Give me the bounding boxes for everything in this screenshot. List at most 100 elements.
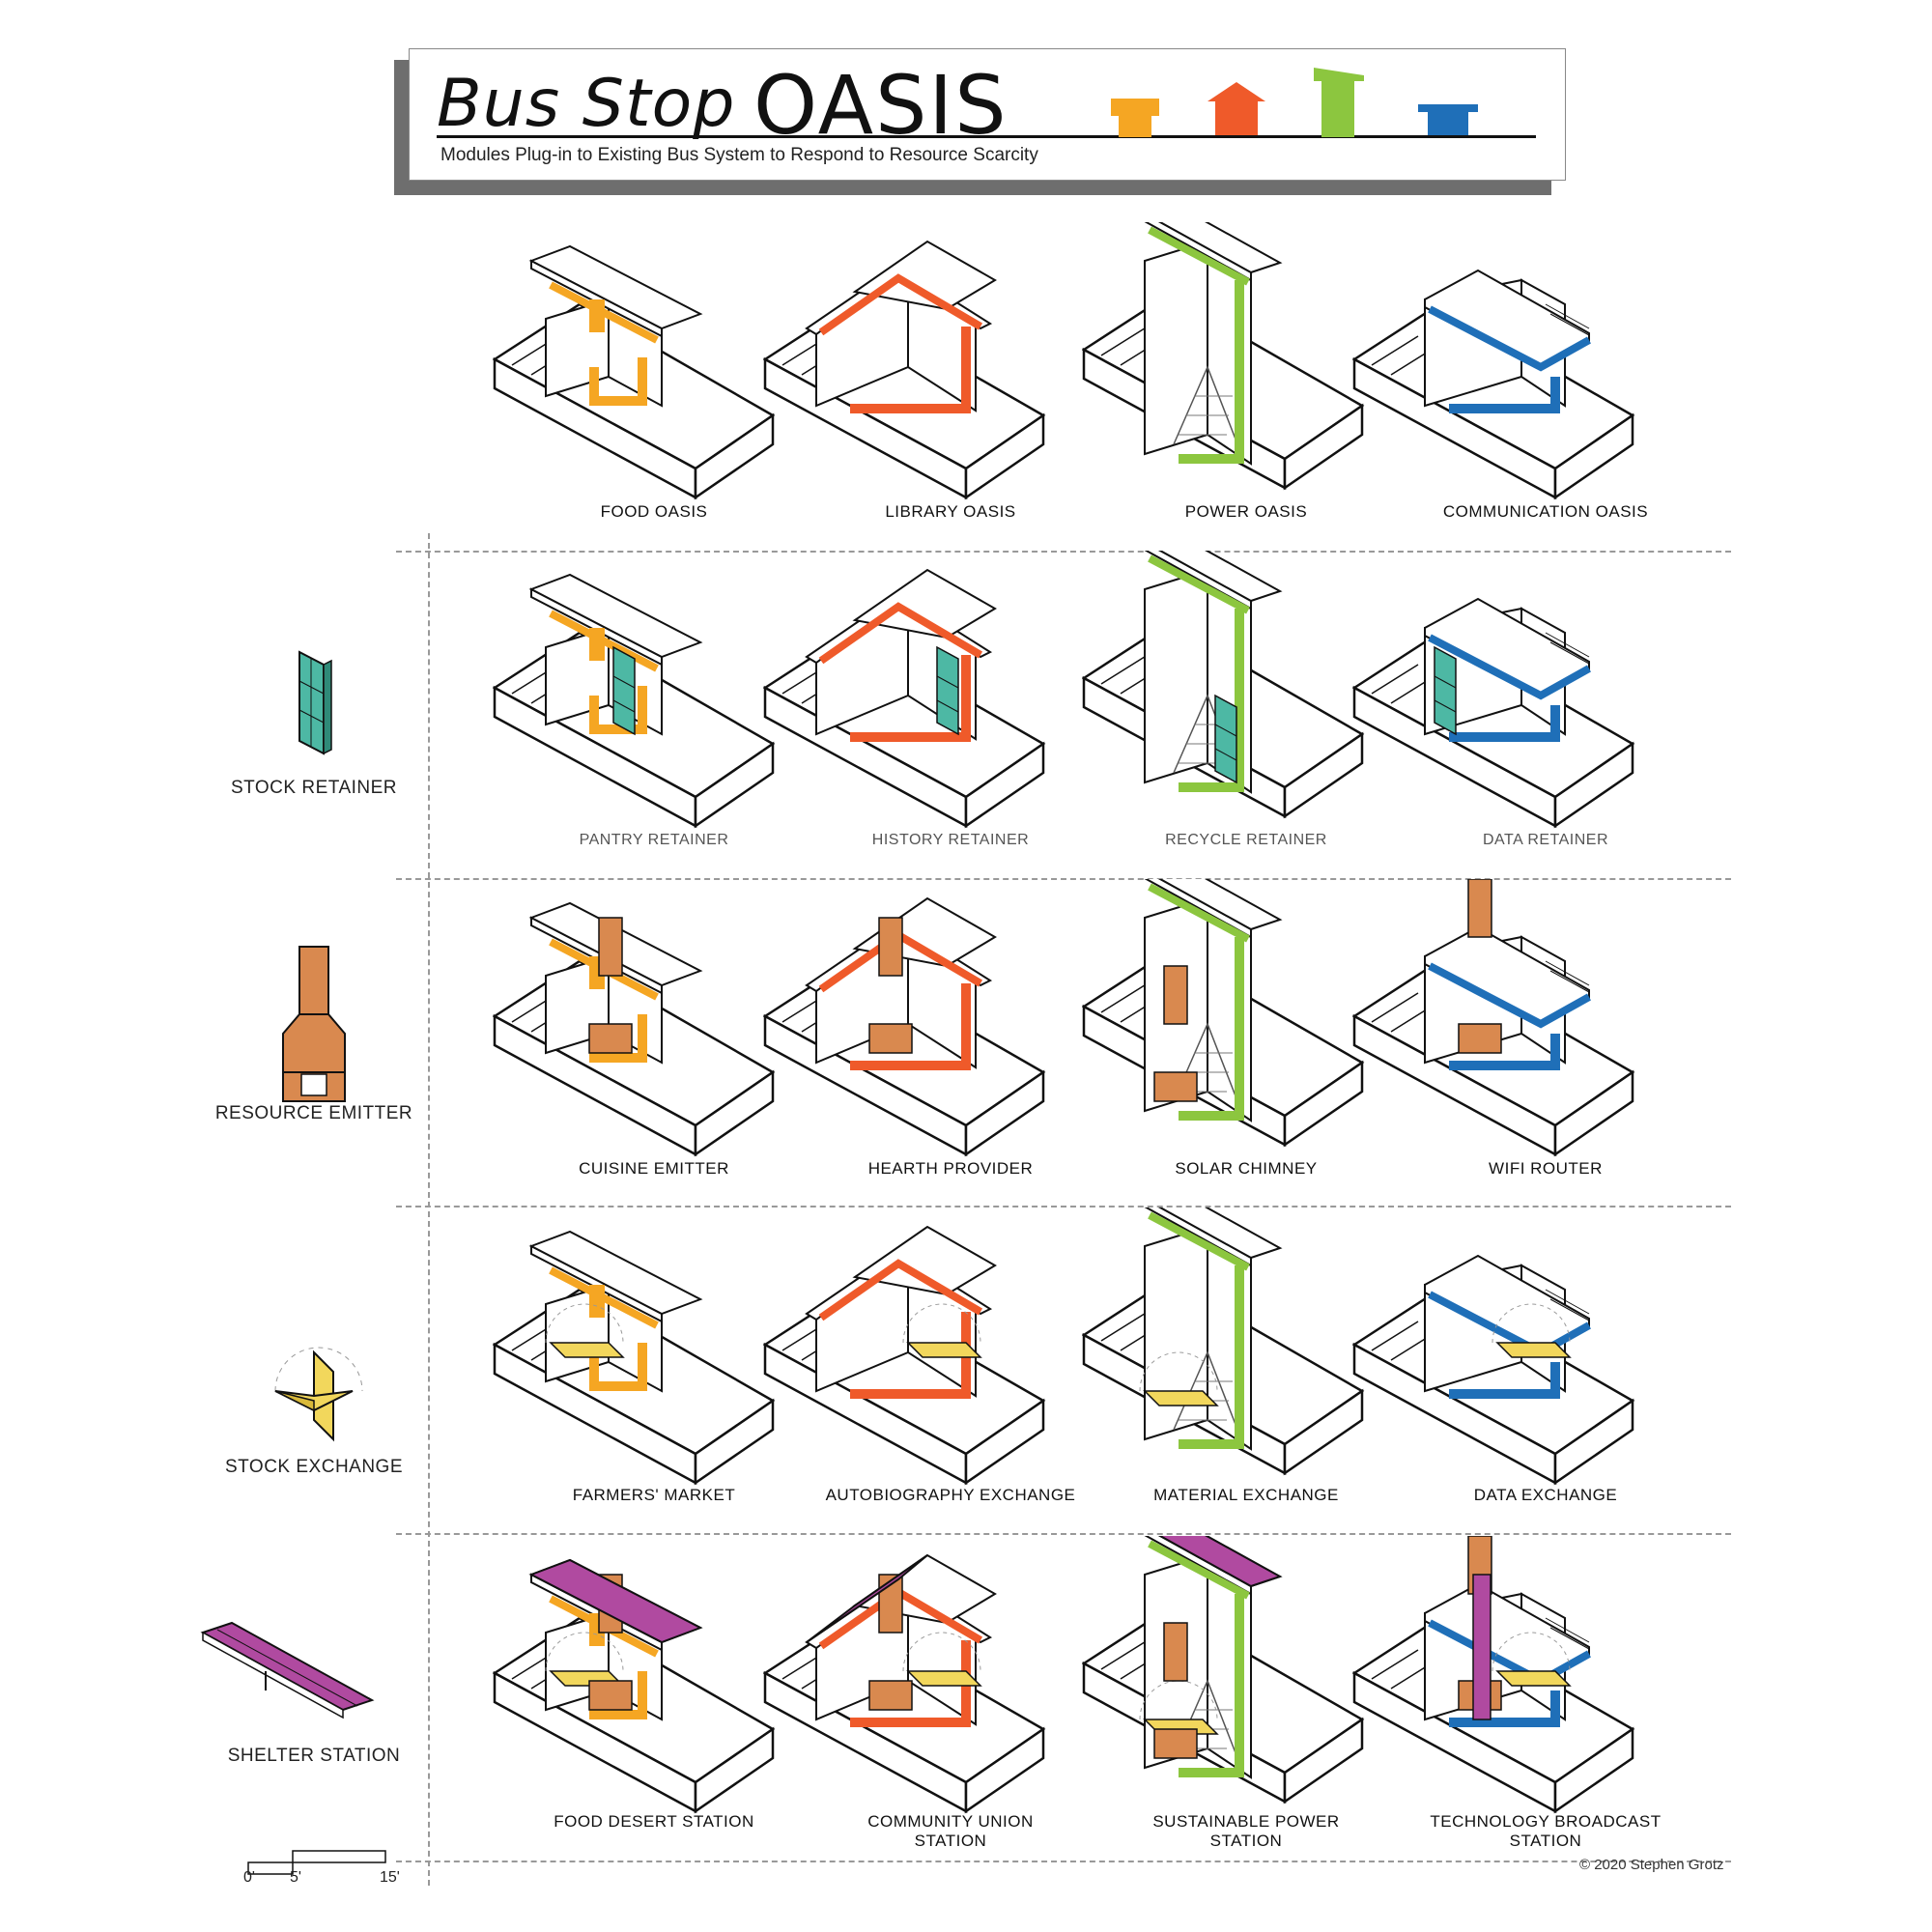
cell-label: HISTORY RETAINER bbox=[871, 832, 1030, 848]
power-building-svg bbox=[1082, 222, 1365, 491]
folding-table-overlay bbox=[545, 1303, 625, 1358]
communication-building-svg bbox=[1352, 597, 1635, 829]
solar-roof-icon bbox=[200, 1621, 375, 1719]
data-retainer-drawing bbox=[1352, 551, 1642, 840]
food-building-svg bbox=[493, 244, 776, 500]
cell-label: HEARTH PROVIDER bbox=[867, 1159, 1034, 1178]
farmers-market-drawing bbox=[493, 1208, 782, 1497]
food-building-svg bbox=[493, 1558, 776, 1814]
pantry-retainer-drawing bbox=[493, 551, 782, 840]
module-label-stock-exchange: STOCK EXCHANGE bbox=[224, 1457, 404, 1477]
scale-label-5: 5' bbox=[290, 1869, 301, 1886]
chimney-overlay bbox=[1153, 965, 1198, 1102]
row-divider bbox=[396, 551, 1731, 553]
folding-table-icon bbox=[274, 1347, 363, 1442]
wifi-router-drawing bbox=[1352, 879, 1642, 1169]
cell-label: DATA EXCHANGE bbox=[1473, 1486, 1618, 1504]
column-label-library: LIBRARY OASIS bbox=[885, 502, 1016, 521]
communication-building-svg bbox=[1352, 879, 1635, 1157]
scale-label-0: 0' bbox=[243, 1869, 255, 1886]
title-house-icons bbox=[1111, 68, 1478, 137]
folding-table-overlay bbox=[1139, 1351, 1219, 1406]
communication-oasis-drawing bbox=[1352, 222, 1642, 512]
data-exchange-drawing bbox=[1352, 1208, 1642, 1497]
cell-label: MATERIAL EXCHANGE bbox=[1153, 1486, 1339, 1504]
bookshelf-overlay bbox=[936, 645, 959, 736]
shelter-station-module bbox=[188, 1594, 440, 1845]
communication-building-svg bbox=[1352, 269, 1635, 500]
cell-label: FOOD DESERT STATION bbox=[554, 1812, 754, 1831]
cell-label: TECHNOLOGY BROADCAST STATION bbox=[1430, 1812, 1662, 1850]
power-building-svg bbox=[1082, 1208, 1365, 1476]
title-oasis: OASIS bbox=[753, 58, 1009, 153]
hearth-provider-drawing bbox=[763, 879, 1053, 1169]
library-building-svg bbox=[763, 896, 1046, 1157]
technology-broadcast-station-drawing bbox=[1352, 1536, 1642, 1826]
history-retainer-drawing bbox=[763, 551, 1053, 840]
bookshelf-overlay bbox=[1434, 645, 1457, 736]
cell-label: FARMERS' MARKET bbox=[572, 1486, 736, 1504]
bookshelf-overlay bbox=[612, 645, 636, 736]
communication-building-svg bbox=[1352, 1536, 1635, 1814]
food-building-svg bbox=[493, 573, 776, 829]
cell-label: CUISINE EMITTER bbox=[579, 1159, 729, 1178]
library-building-svg bbox=[763, 1553, 1046, 1814]
bookshelf-icon bbox=[298, 650, 332, 755]
folding-table-overlay bbox=[1492, 1303, 1572, 1358]
column-label-food: FOOD OASIS bbox=[600, 502, 708, 521]
library-building-svg bbox=[763, 1225, 1046, 1486]
power-building-svg bbox=[1082, 1536, 1365, 1804]
solar-roof-overlay bbox=[806, 1554, 928, 1643]
row-divider bbox=[396, 1206, 1731, 1208]
row-divider bbox=[396, 1861, 1731, 1862]
food-building-svg bbox=[493, 1230, 776, 1486]
title-subtitle: Modules Plug-in to Existing Bus System t… bbox=[440, 145, 1038, 165]
row-divider bbox=[396, 1533, 1731, 1535]
cuisine-emitter-drawing bbox=[493, 879, 782, 1169]
bookshelf-overlay bbox=[1214, 694, 1237, 784]
cell-label: DATA RETAINER bbox=[1482, 832, 1609, 848]
title-rule bbox=[437, 135, 1536, 138]
cell-label: AUTOBIOGRAPHY EXCHANGE bbox=[825, 1486, 1076, 1504]
column-divider bbox=[428, 533, 430, 1886]
communication-house-icon bbox=[1418, 104, 1478, 135]
module-label-stock-retainer: STOCK RETAINER bbox=[230, 778, 398, 798]
module-label-resource-emitter: RESOURCE EMITTER bbox=[214, 1103, 413, 1123]
module-label-shelter-station: SHELTER STATION bbox=[227, 1746, 401, 1766]
cell-label: COMMUNITY UNION STATION bbox=[867, 1812, 1034, 1850]
resource-emitter-module bbox=[188, 927, 440, 1179]
power-oasis-drawing bbox=[1082, 222, 1372, 512]
power-house-icon bbox=[1314, 68, 1364, 137]
library-building-svg bbox=[763, 240, 1046, 500]
scale-bar bbox=[247, 1850, 386, 1875]
chimney-overlay bbox=[588, 917, 633, 1054]
food-desert-station-drawing bbox=[493, 1536, 782, 1826]
chimney-icon bbox=[282, 946, 346, 1102]
solar-roof-overlay bbox=[1158, 1536, 1283, 1588]
food-oasis-drawing bbox=[493, 222, 782, 512]
stock-exchange-module bbox=[188, 1323, 440, 1575]
cell-label: RECYCLE RETAINER bbox=[1165, 832, 1327, 848]
stock-retainer-module bbox=[188, 638, 440, 889]
power-building-svg bbox=[1082, 551, 1365, 819]
title-box bbox=[409, 48, 1566, 181]
power-building-svg bbox=[1082, 879, 1365, 1148]
food-building-svg bbox=[493, 901, 776, 1157]
library-oasis-drawing bbox=[763, 222, 1053, 512]
communication-building-svg bbox=[1352, 1254, 1635, 1486]
solar-roof-overlay bbox=[1472, 1574, 1492, 1720]
autobiography-exchange-drawing bbox=[763, 1208, 1053, 1497]
material-exchange-drawing bbox=[1082, 1208, 1372, 1497]
chimney-overlay bbox=[1153, 1622, 1198, 1759]
cell-label: WIFI ROUTER bbox=[1489, 1159, 1603, 1178]
cell-label: SOLAR CHIMNEY bbox=[1175, 1159, 1318, 1178]
title-bus-stop: Bus Stop bbox=[437, 66, 736, 142]
solar-chimney-drawing bbox=[1082, 879, 1372, 1169]
sustainable-power-station-drawing bbox=[1082, 1536, 1372, 1826]
copyright: © 2020 Stephen Grotz bbox=[1579, 1857, 1724, 1873]
scale-label-15: 15' bbox=[380, 1869, 400, 1886]
library-building-svg bbox=[763, 568, 1046, 829]
chimney-overlay bbox=[868, 917, 913, 1054]
recycle-retainer-drawing bbox=[1082, 551, 1372, 840]
folding-table-overlay bbox=[1492, 1632, 1572, 1687]
